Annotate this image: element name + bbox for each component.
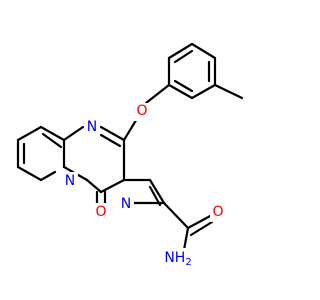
bond [16, 125, 43, 142]
oxygen-label: O [212, 204, 223, 220]
oxygen-label: O [95, 204, 106, 220]
bond [16, 165, 43, 182]
bond [167, 83, 194, 100]
molecule-canvas: N N O O N O NH2 [16, 42, 244, 268]
bond [144, 83, 171, 105]
bond [213, 83, 244, 100]
bond [162, 201, 190, 230]
bond [173, 49, 194, 64]
oxygen-label: O [136, 103, 147, 119]
amine-nh-text: NH [164, 250, 185, 266]
bond [41, 132, 63, 149]
nitrogen-label: N [65, 173, 75, 189]
bond [39, 125, 66, 142]
bond [173, 79, 194, 93]
bond [189, 220, 214, 237]
bond [39, 170, 57, 182]
bond [190, 83, 217, 100]
atom-labels: N N O O N O NH2 [62, 103, 226, 268]
bond [190, 42, 217, 60]
molecule-structure: N N O O N O NH2 [16, 42, 244, 268]
bond [99, 125, 126, 142]
nitrogen-label: N [121, 196, 131, 212]
bond [99, 133, 122, 148]
bond [182, 226, 190, 252]
bond [62, 125, 85, 142]
nitrogen-label: N [87, 119, 97, 135]
bond [85, 178, 103, 194]
bond [99, 178, 126, 194]
bonds [16, 42, 244, 252]
bond [186, 213, 214, 230]
amine-label: NH2 [164, 250, 191, 268]
bond [148, 178, 166, 205]
amine-subscript: 2 [185, 257, 191, 268]
bond [167, 42, 194, 60]
